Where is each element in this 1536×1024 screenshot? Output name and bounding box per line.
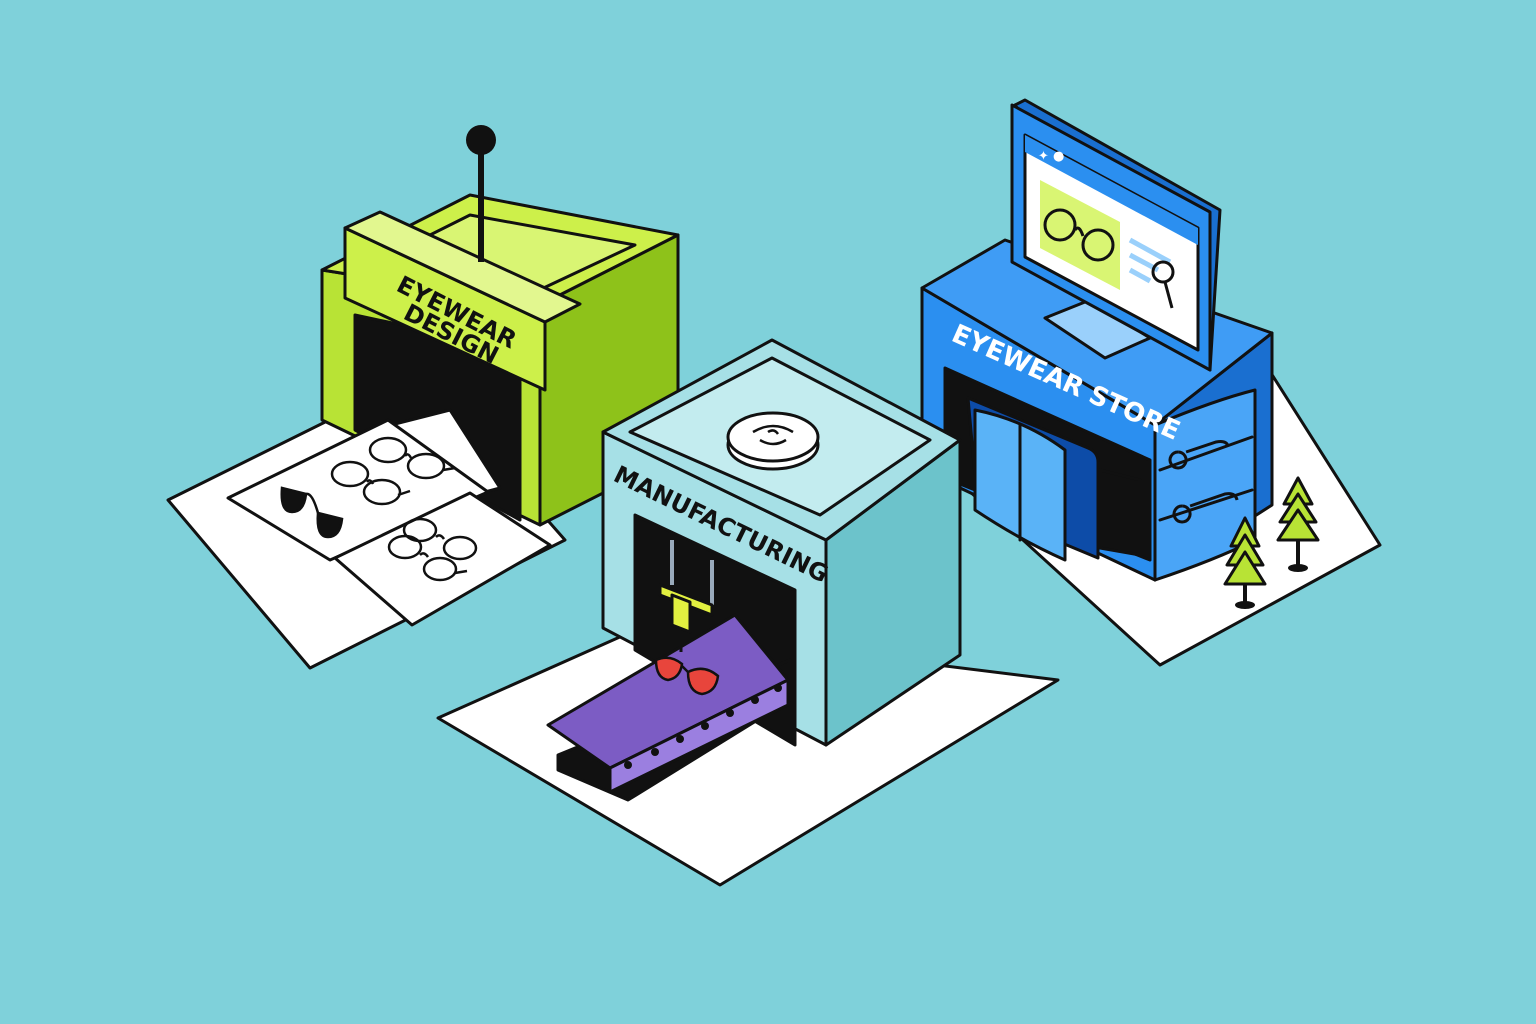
store-tower-band-1 xyxy=(1158,435,1254,472)
design-sign-top xyxy=(343,210,582,324)
machine-arm xyxy=(658,540,714,652)
conveyor-bolts xyxy=(624,684,782,769)
sunglasses-sketch-icon xyxy=(280,486,344,539)
monitor-text-line-1 xyxy=(1128,237,1172,265)
tree-icon xyxy=(1223,516,1267,609)
manufacturing-building: MANUFACTURING xyxy=(436,338,1060,887)
store-tower-glasses-icon-1 xyxy=(1168,440,1230,470)
monitor-toolbar xyxy=(1025,135,1198,245)
red-glasses-icon xyxy=(654,656,720,696)
design-sketch-sheets xyxy=(226,408,552,627)
glasses-icon xyxy=(1043,208,1115,262)
store-side-window xyxy=(1098,468,1142,557)
eyewear-store-building: EYEWEAR STORE ✦ ● xyxy=(920,98,1382,667)
monitor-product-panel xyxy=(1040,180,1120,290)
monitor-text-line-3 xyxy=(1128,267,1152,284)
magnifier-icon xyxy=(1151,260,1175,309)
sparkle-icon: ✦ ● xyxy=(1038,149,1064,164)
design-antenna-ball xyxy=(466,125,496,155)
tree-icon xyxy=(1276,476,1320,572)
glasses-sketch-icon xyxy=(330,436,478,582)
conveyor-belt xyxy=(546,613,792,802)
eyewear-design-building: EYEWEAR DESIGN xyxy=(166,125,680,670)
store-tower-glasses-icon-2 xyxy=(1172,492,1239,524)
roof-vent-icon xyxy=(726,411,820,471)
store-monitor: ✦ ● xyxy=(1010,98,1222,372)
